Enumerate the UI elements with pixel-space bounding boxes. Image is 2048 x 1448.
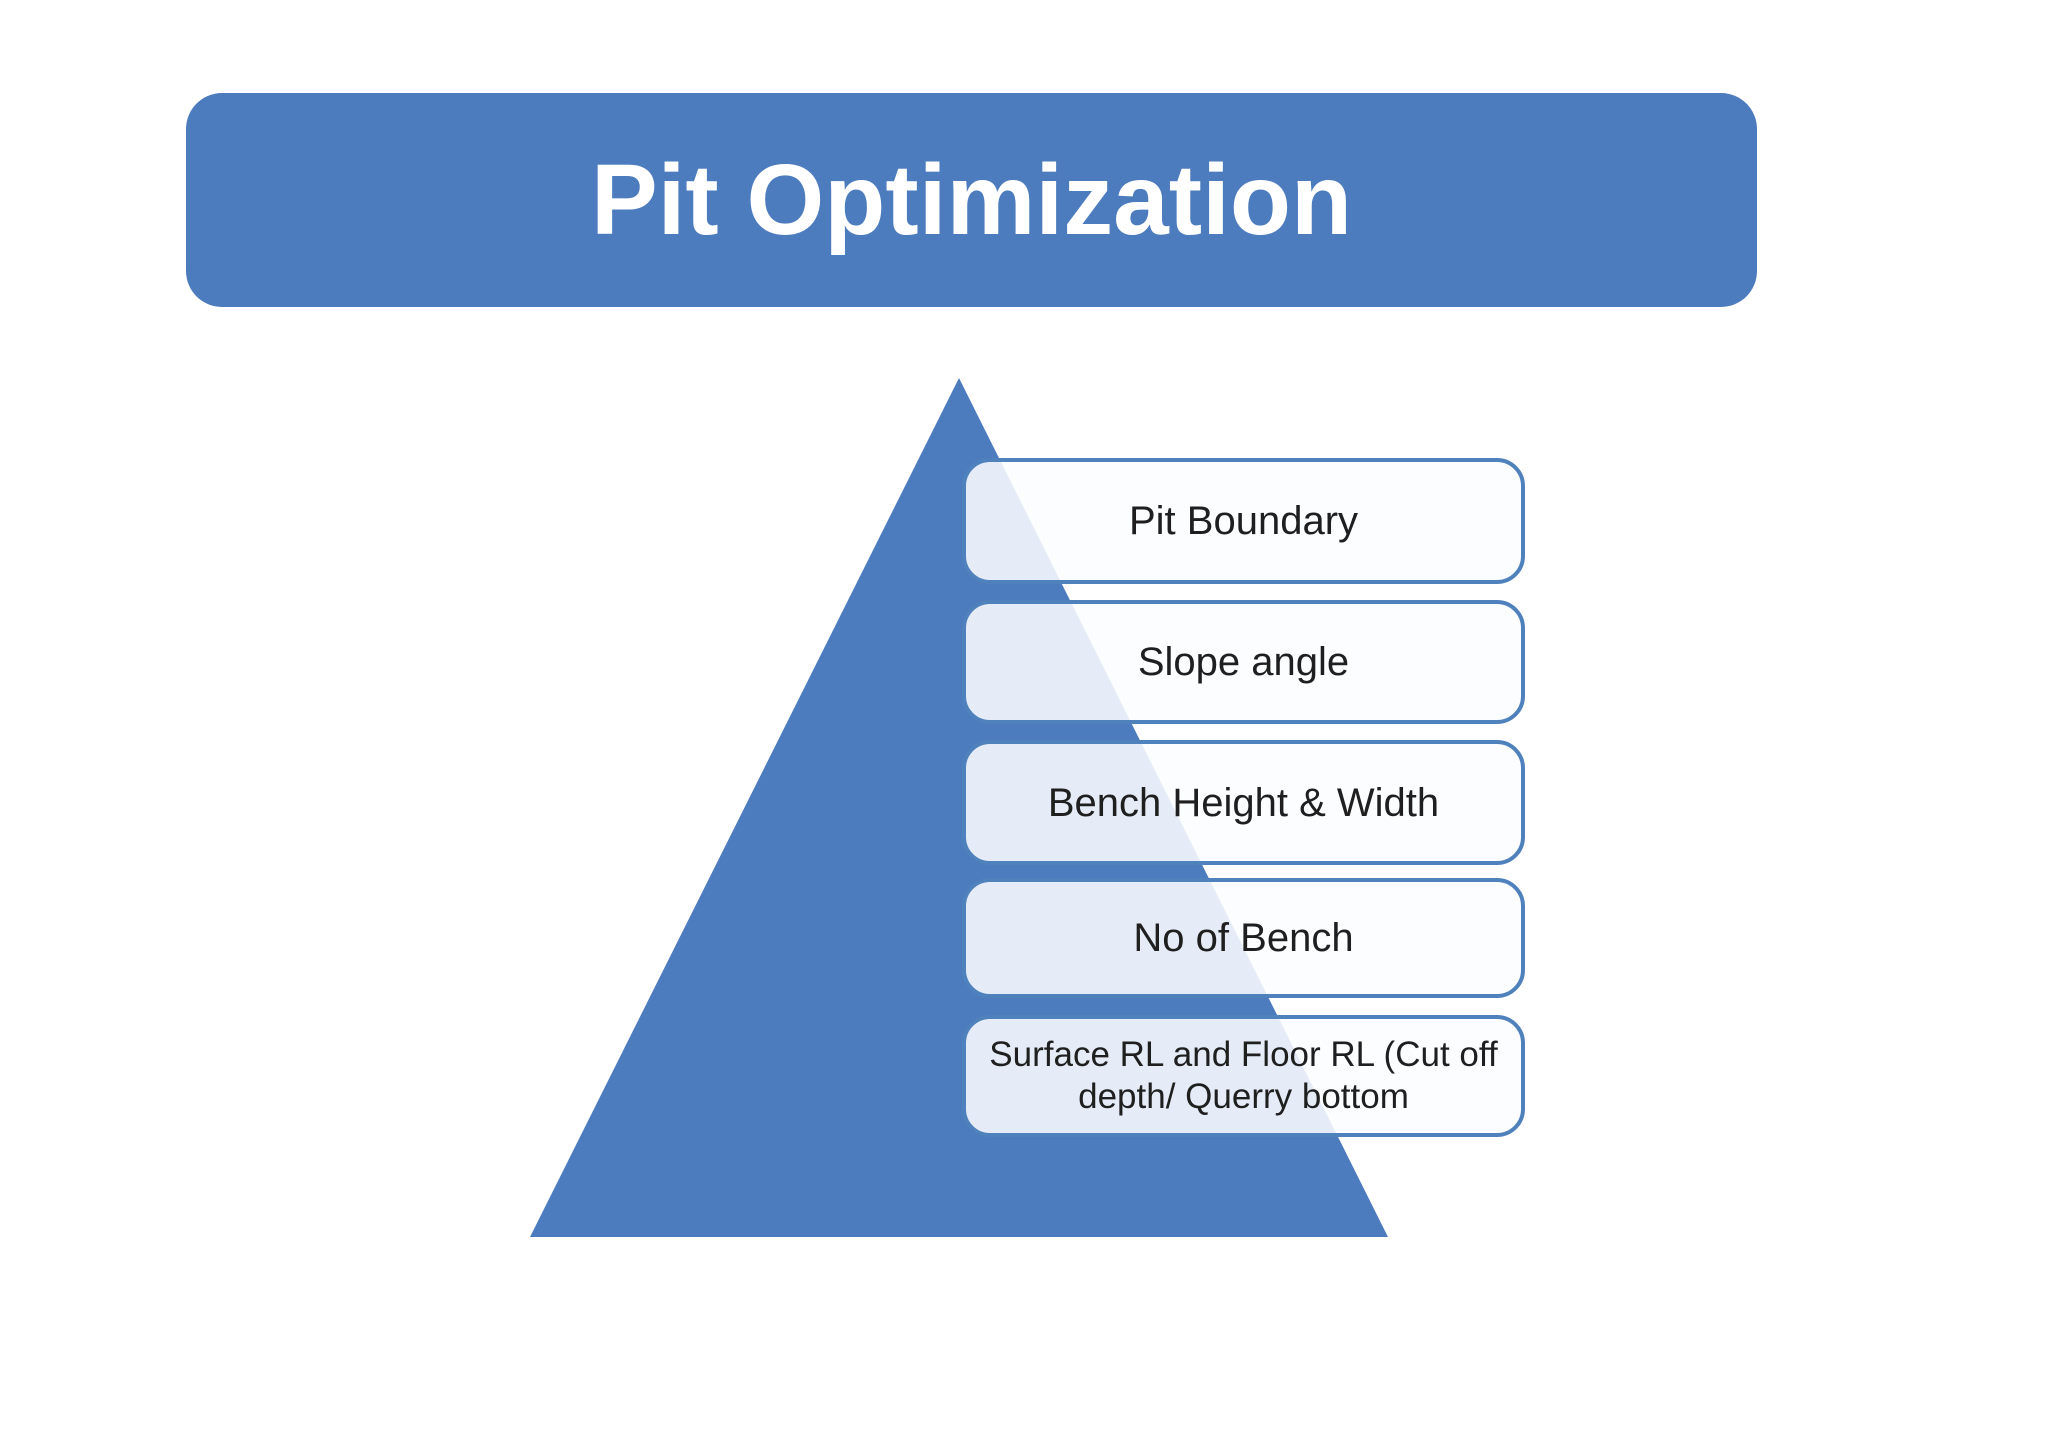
title-banner: Pit Optimization [186, 93, 1757, 307]
level-label: Pit Boundary [1128, 499, 1359, 543]
pyramid-level-pit-boundary: Pit Boundary [962, 458, 1525, 584]
page-title: Pit Optimization [590, 144, 1353, 256]
level-label: Surface RL and Floor RL (Cut off depth/ … [989, 1035, 1498, 1116]
level-label: Slope angle [1137, 640, 1350, 684]
level-label: Bench Height & Width [1047, 780, 1440, 825]
pyramid-level-bench-height-width: Bench Height & Width [962, 740, 1525, 865]
pyramid-level-slope-angle: Slope angle [962, 600, 1525, 724]
pyramid-level-no-of-bench: No of Bench [962, 878, 1525, 998]
level-label: No of Bench [1133, 916, 1354, 960]
pyramid-level-surface-floor-rl: Surface RL and Floor RL (Cut off depth/ … [962, 1015, 1525, 1137]
